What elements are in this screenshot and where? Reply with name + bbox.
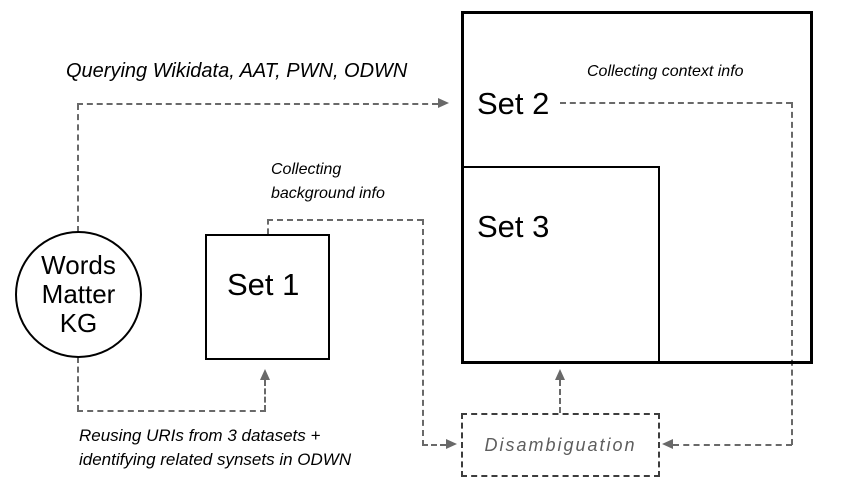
connector-set2-to-disambiguation-vertical [791, 102, 793, 445]
collecting-context-edge-label: Collecting context info [587, 63, 744, 80]
connector-set1-to-disambiguation-vertical [422, 219, 424, 446]
connector-set1-horizontal [267, 219, 423, 221]
connector-set2-horizontal [560, 102, 792, 104]
set1-label: Set 1 [227, 267, 300, 302]
arrowhead-left-icon [662, 439, 673, 449]
connector-disambiguation-to-set3-vertical [559, 380, 561, 413]
disambiguation-label: Disambiguation [484, 434, 637, 455]
set3-box [461, 166, 660, 364]
connector-up-to-set1-vertical [264, 380, 266, 411]
arrowhead-right-icon [438, 98, 449, 108]
connector-kg-to-set2-vertical [77, 104, 79, 232]
reusing-uris-edge-label: Reusing URIs from 3 datasets + identifyi… [79, 426, 352, 469]
connector-kg-bottom-vertical [77, 357, 79, 411]
set1-box [205, 234, 330, 360]
set2-label: Set 2 [477, 86, 550, 121]
arrowhead-up-icon [260, 369, 270, 380]
querying-edge-label: Querying Wikidata, AAT, PWN, ODWN [66, 60, 408, 82]
words-matter-kg-label: Words Matter KG [41, 250, 116, 338]
connector-into-disambiguation-left [422, 444, 446, 446]
connector-set1-top-stub [267, 219, 269, 234]
collecting-background-edge-label: Collecting background info [271, 161, 385, 202]
arrowhead-right-icon [446, 439, 457, 449]
set3-label: Set 3 [477, 209, 550, 244]
connector-kg-to-set2-horizontal [77, 103, 438, 105]
connector-into-disambiguation-right [673, 444, 792, 446]
disambiguation-node: Disambiguation [461, 413, 660, 477]
connector-kg-to-set1-horizontal [77, 410, 266, 412]
arrowhead-up-icon [555, 369, 565, 380]
words-matter-kg-node: Words Matter KG [15, 231, 142, 358]
